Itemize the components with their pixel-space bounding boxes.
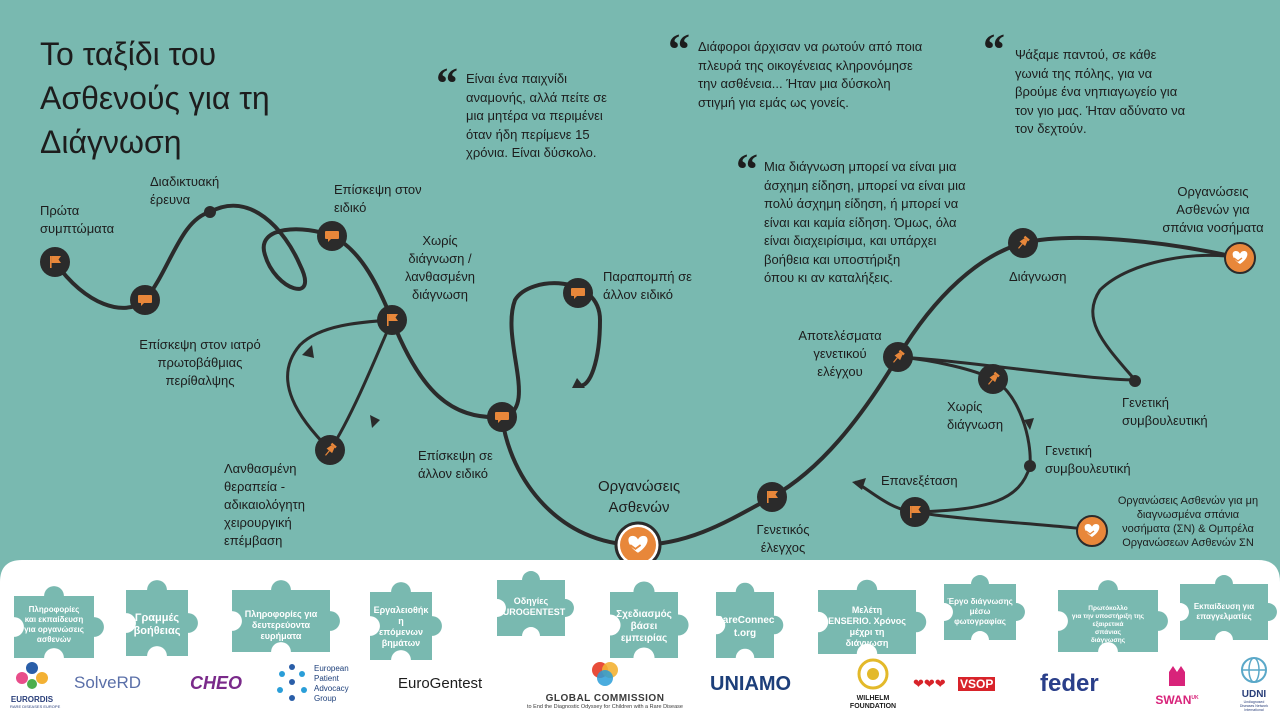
node-referral — [563, 278, 593, 308]
logo-udni: UDNI Undiagnosed Diseases Network Intern… — [1234, 656, 1274, 718]
epag-name: European Patient Advocacy Group — [314, 664, 349, 703]
label-wrong-treatment: Λανθασμένη θεραπεία - αδικαιολόγητη χειρ… — [224, 461, 305, 548]
node-genetic-counselling — [1024, 460, 1036, 472]
puzzle-piece — [497, 571, 574, 636]
node-primary-care — [130, 285, 160, 315]
udni-globe-icon — [1241, 657, 1267, 683]
quote-4: Μια διάγνωση μπορεί να είναι μια άσχημη … — [764, 159, 966, 285]
label-undiag-orgs: Οργανώσεις Ασθενών για μη διαγνωσμένα σπ… — [1117, 495, 1259, 549]
quote-3: Ψάξαμε παντού, σε κάθε γωνιά της πόλης, … — [1015, 47, 1186, 136]
label-internet-research: Διαδικτυακή έρευνα — [150, 174, 220, 207]
label-specialist-visit: Επίσκεψη στον ειδικό — [334, 182, 422, 215]
udni-name: UDNI — [1241, 689, 1267, 700]
label-rare-orgs: Οργανώσεις Ασθενών για σπάνια νοσήματα — [1162, 184, 1264, 235]
puzzle-piece — [1058, 580, 1168, 652]
arrow-2 — [370, 415, 380, 428]
logo-global-commission: GLOBAL COMMISSION to End the Diagnostic … — [520, 660, 690, 716]
node-diagnosis — [1008, 228, 1038, 258]
node-no-diagnosis — [377, 305, 407, 335]
wilhelm-lion-icon — [857, 658, 889, 690]
logo-wilhelm-foundation: WILHELM FOUNDATION — [840, 658, 906, 718]
label-genetic-results: Αποτελέσματα γενετικού ελέγχου — [798, 328, 882, 379]
quote-icon: “ — [983, 25, 1005, 74]
node-internet-research — [204, 206, 216, 218]
label-genetic-test: Γενετικός έλεγχος — [756, 522, 810, 555]
label-genetic-counselling-2: Γενετική συμβουλευτική — [1122, 395, 1208, 428]
node-genetic-counselling-2 — [1129, 375, 1141, 387]
node-rare-orgs — [1224, 242, 1256, 274]
quote-icon: “ — [436, 59, 458, 108]
logo-epag: European Patient Advocacy Group — [272, 662, 368, 708]
label-no-diagnosis: Χωρίς διάγνωση / λανθασμένη διάγνωση — [404, 233, 476, 302]
puzzle-piece — [610, 581, 689, 658]
label-no-diagnosis-2: Χωρίς διάγνωση — [947, 399, 1004, 432]
journey-loop-left — [286, 318, 394, 453]
arrow-3 — [302, 345, 314, 358]
label-first-symptoms: Πρώτα συμπτώματα — [40, 203, 115, 236]
puzzle-piece — [1180, 575, 1277, 640]
node-wrong-treatment — [315, 435, 345, 465]
global-commission-tagline: to End the Diagnostic Odyssey for Childr… — [527, 704, 683, 710]
puzzle-piece — [14, 586, 104, 658]
arrow-1 — [572, 378, 585, 388]
node-specialist — [317, 221, 347, 251]
page-title: Το ταξίδι του Ασθενούς για τη Διάγνωση — [40, 36, 270, 160]
node-no-diagnosis-2 — [978, 364, 1008, 394]
puzzle-piece — [818, 579, 927, 654]
wilhelm-name: WILHELM FOUNDATION — [849, 695, 897, 710]
node-genetic-test — [757, 482, 787, 512]
logo-solveord: SolveRD — [74, 673, 142, 692]
quote-icon: “ — [736, 145, 758, 194]
arrow-5 — [1024, 418, 1034, 430]
swan-text: SWAN — [1155, 693, 1192, 707]
epag-figures-icon — [277, 664, 307, 701]
swan-name: SWANUK — [1154, 693, 1200, 707]
node-undiag-orgs — [1076, 515, 1108, 547]
udni-tagline: Undiagnosed Diseases Network Internation… — [1239, 700, 1269, 712]
node-other-specialist — [487, 402, 517, 432]
puzzle-piece — [370, 582, 442, 660]
puzzle-piece — [944, 575, 1025, 640]
node-reevaluation — [900, 497, 930, 527]
logo-feder: feder — [1040, 670, 1099, 697]
quote-1: Είναι ένα παιχνίδι αναμονής, αλλά πείτε … — [466, 71, 607, 160]
label-primary-care: Επίσκεψη στον ιατρό πρωτοβάθμιας περίθαλ… — [139, 337, 261, 388]
puzzle-piece — [716, 582, 784, 658]
resource-puzzles — [14, 571, 1277, 660]
label-diagnosis: Διάγνωση — [1009, 269, 1067, 284]
node-patient-orgs — [614, 521, 662, 569]
eurordis-mark-icon — [16, 662, 48, 689]
logo-eurogentest: EuroGentest — [398, 675, 483, 692]
arrow-4 — [852, 478, 866, 490]
label-patient-orgs: Οργανώσεις Ασθενών — [597, 478, 681, 516]
label-genetic-counselling: Γενετική συμβουλευτική — [1045, 443, 1131, 476]
label-reevaluation: Επανεξέταση — [881, 473, 958, 488]
logo-family-icon: ❤❤❤ — [913, 676, 946, 691]
label-other-specialist: Επίσκεψη σε άλλον ειδικό — [418, 448, 493, 481]
swan-uk: UK — [1191, 695, 1199, 701]
global-commission-globe-icon — [592, 662, 618, 686]
label-referral: Παραπομπή σε άλλον ειδικό — [603, 269, 692, 302]
node-first-symptoms — [40, 247, 70, 277]
logo-cheo: CHEO — [190, 673, 243, 693]
logo-uniamo: UNIAMO — [710, 673, 792, 695]
eurordis-tagline: RARE DISEASES EUROPE — [10, 704, 61, 709]
node-genetic-results — [883, 342, 913, 372]
puzzle-piece — [126, 580, 198, 656]
global-commission-name: GLOBAL COMMISSION — [545, 693, 665, 704]
logo-swan: SWANUK — [1154, 662, 1200, 712]
logo-vsop: VSOP — [958, 677, 996, 691]
quote-icon: “ — [668, 25, 690, 74]
eurordis-name: EURORDIS — [10, 695, 54, 704]
quote-2: Διάφοροι άρχισαν να ρωτούν από ποια πλευ… — [698, 39, 923, 110]
swan-hand-icon — [1169, 666, 1185, 686]
puzzle-piece — [232, 580, 340, 652]
logo-eurordis: EURORDIS RARE DISEASES EUROPE — [10, 660, 61, 716]
